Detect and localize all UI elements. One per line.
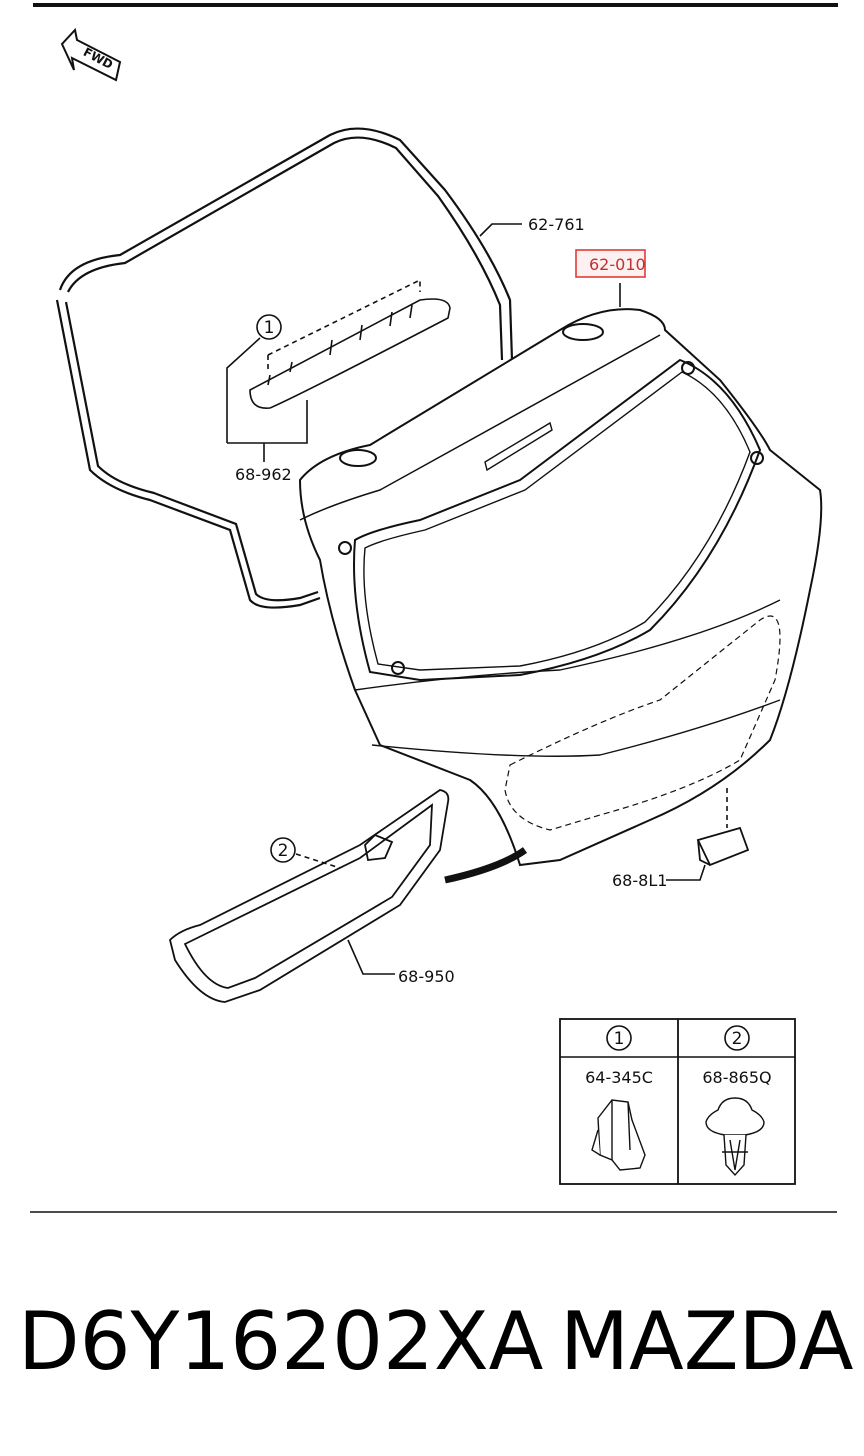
liftgate-part: [298, 308, 823, 867]
bumper-part: [696, 826, 750, 867]
part-title: D6Y16202XA MAZDA: [18, 1295, 858, 1395]
table-part-68-865q: 68-865Q: [702, 1068, 771, 1087]
leader-lines: [226, 223, 728, 975]
callout-62-010: 62-010: [589, 255, 646, 274]
callout-68-950: 68-950: [398, 967, 455, 986]
callout-62-761: 62-761: [528, 215, 585, 234]
table-marker-1: 1: [606, 1025, 632, 1051]
table-marker-2: 2: [724, 1025, 750, 1051]
callout-68-8l1: 68-8L1: [612, 871, 667, 890]
brand-name: MAZDA: [560, 1295, 854, 1388]
fastener-table: 1 2 64-345C 68-865Q: [559, 1018, 796, 1185]
part-number: D6Y16202XA: [18, 1295, 544, 1388]
svg-text:1: 1: [264, 318, 275, 338]
circle-marker-2: 2: [270, 837, 296, 863]
callout-68-962: 68-962: [235, 465, 292, 484]
clip-icon: [591, 1099, 646, 1171]
weatherstrip-part: [55, 127, 514, 609]
lower-seal-strip: [444, 847, 528, 884]
svg-text:2: 2: [732, 1029, 743, 1049]
circle-marker-1: 1: [256, 314, 282, 340]
trim-panel-part: [169, 789, 450, 1003]
table-part-64-345c: 64-345C: [585, 1068, 653, 1087]
push-rivet-icon: [705, 1097, 765, 1177]
svg-text:2: 2: [278, 841, 289, 861]
highlight-box: [575, 249, 646, 278]
high-mount-lamp-part: [249, 278, 451, 409]
forward-arrow-icon: FWD: [60, 27, 122, 82]
svg-text:1: 1: [614, 1029, 625, 1049]
